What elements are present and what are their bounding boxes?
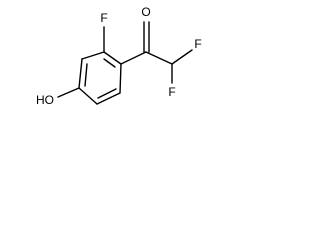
bond-layer — [57, 21, 193, 105]
bond-c5-c6-inner — [97, 88, 117, 99]
bond-c6-c1 — [119, 63, 122, 94]
bond-carbonyl-chf2 — [145, 51, 173, 65]
atom-label-fluorine-upper: F — [194, 37, 201, 51]
bond-c1-c2 — [103, 51, 122, 65]
bond-c2-c3 — [81, 51, 105, 60]
bond-chf2-f-upper — [171, 49, 193, 65]
bond-c3-c4 — [78, 58, 83, 89]
bond-c3-c4-inner — [84, 63, 88, 87]
chemical-structure: F O F F HO — [36, 5, 202, 107]
bond-c4-oh — [57, 87, 80, 98]
bond-c1-carbonyl — [120, 51, 147, 65]
bond-c5-c6 — [96, 92, 121, 105]
bond-c1-c2-inner — [103, 58, 116, 68]
bond-c4-c5 — [78, 87, 98, 105]
atom-label-fluorine-ring: F — [100, 11, 107, 25]
atom-label-layer: F O F F HO — [36, 5, 202, 107]
atom-label-hydroxyl: HO — [36, 93, 54, 107]
atom-label-fluorine-lower: F — [168, 85, 175, 99]
atom-label-carbonyl-oxygen: O — [141, 5, 150, 19]
